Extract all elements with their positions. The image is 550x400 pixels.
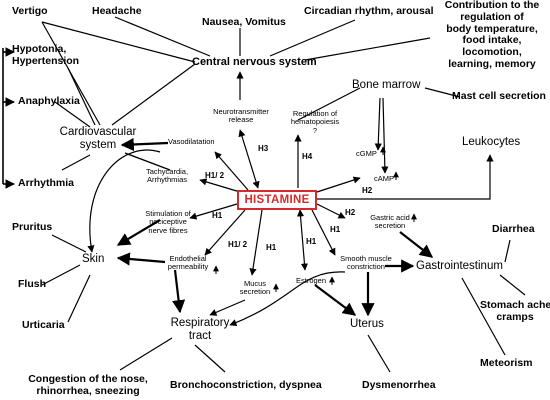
system-leukocytes: Leukocytes bbox=[462, 136, 521, 148]
arrow-estrogen bbox=[296, 209, 309, 271]
system-respiratory: Respiratory tract bbox=[170, 317, 230, 342]
effect-nausea: Nausea, Vomitus bbox=[202, 16, 286, 28]
line-urticaria-skin bbox=[67, 274, 91, 323]
effect-mast-cell: Mast cell secretion bbox=[452, 90, 546, 102]
arrow-mucus-resp bbox=[209, 299, 246, 316]
receptor-h1-mucus: H1 bbox=[266, 243, 277, 252]
receptor-h1-2-top: H1/ 2 bbox=[205, 171, 225, 180]
system-cardio: Cardiovascular system bbox=[59, 126, 137, 151]
mech-smooth: Smooth muscle constriction bbox=[340, 254, 392, 272]
arrow-gastric-gastro bbox=[399, 231, 434, 258]
mech-endothelial: Endothelial permeability bbox=[167, 254, 209, 272]
receptor-h4: H4 bbox=[302, 152, 313, 161]
line-pruritus-skin bbox=[51, 234, 87, 253]
effect-congestion: Congestion of the nose, rhinorrhea, snee… bbox=[28, 373, 148, 397]
loop-cardio-skin bbox=[87, 149, 161, 253]
line-tachy-cardio bbox=[124, 152, 171, 171]
effect-diarrhea: Diarrhea bbox=[492, 223, 535, 235]
line-hypotonia-cardio bbox=[67, 67, 96, 126]
line-congestion-resp bbox=[119, 337, 173, 371]
arrow-endothelial bbox=[204, 209, 246, 256]
receptor-h1-smooth: H1 bbox=[330, 225, 341, 234]
line-cns-cardio bbox=[111, 63, 196, 126]
mech-gastric: Gastric acid secretion bbox=[370, 213, 410, 231]
effect-hypotonia: Hypotonia, Hypertension bbox=[12, 43, 80, 67]
system-cns: Central nervous system bbox=[192, 56, 317, 68]
line-cns-contribution bbox=[304, 37, 431, 61]
mech-estrogen: Estrogen bbox=[296, 276, 327, 285]
mech-cgmp: cGMP bbox=[356, 149, 377, 158]
effect-urticaria: Urticaria bbox=[22, 319, 65, 331]
receptor-h1-left: H1 bbox=[212, 211, 223, 220]
line-bone-mast bbox=[424, 87, 461, 98]
line-broncho-resp bbox=[194, 344, 226, 373]
mech-nerve: Stimulation of nociceptive nerve fibres bbox=[145, 209, 191, 235]
arrow-bone-cgmp bbox=[374, 97, 382, 151]
line-gastro-diarrhea bbox=[504, 239, 511, 263]
effect-broncho: Bronchoconstriction, dyspnea bbox=[170, 379, 322, 391]
line-flush-skin bbox=[41, 264, 81, 286]
mech-mucus: Mucus secretion bbox=[239, 279, 271, 297]
receptor-h2-gastric: H2 bbox=[345, 208, 356, 217]
arrow-leukocytes bbox=[317, 154, 494, 200]
arrow-bone-camp bbox=[381, 97, 389, 174]
arrow-smooth bbox=[311, 209, 336, 256]
mech-neuro: Neurotransmitter release bbox=[213, 107, 269, 125]
mech-tachy: Tachycardia, Arrhythmias bbox=[145, 167, 189, 185]
line-uterus-dysmenorrhea bbox=[367, 334, 391, 373]
line-cns-vertigo bbox=[41, 21, 196, 63]
system-gastro: Gastrointestinum bbox=[416, 260, 503, 272]
effect-contribution: Contribution to the regulation of body t… bbox=[444, 0, 540, 70]
arrow-nerve bbox=[189, 203, 238, 220]
arrow-vasodilatation bbox=[214, 151, 249, 191]
mech-vasodilatation: Vasodilatation bbox=[168, 137, 215, 146]
arrow-nerve-skin bbox=[116, 219, 161, 246]
line-cns-circadian bbox=[269, 19, 356, 57]
effect-headache: Headache bbox=[92, 5, 142, 17]
line-anaphylaxia-cardio bbox=[54, 101, 91, 128]
effect-flush: Flush bbox=[18, 278, 46, 290]
line-gastro-meteorism bbox=[461, 277, 506, 356]
line-arrhythmia-cardio bbox=[61, 154, 91, 171]
effect-meteorism: Meteorism bbox=[480, 357, 533, 369]
system-bone-marrow: Bone marrow bbox=[352, 79, 421, 91]
arrow-tachy bbox=[199, 178, 241, 193]
arrow-gastric bbox=[316, 203, 346, 219]
effect-dysmenorrhea: Dysmenorrhea bbox=[362, 379, 436, 391]
arrow-endo-resp bbox=[172, 269, 186, 314]
mech-camp: cAMP bbox=[374, 174, 395, 183]
arrow-neuro bbox=[238, 129, 260, 189]
receptor-h3: H3 bbox=[258, 144, 269, 153]
effect-vertigo: Vertigo bbox=[12, 5, 48, 17]
effect-arrhythmia: Arrhythmia bbox=[18, 177, 75, 189]
line-hemato-bone bbox=[297, 87, 361, 121]
effect-circadian: Circadian rhythm, arousal bbox=[304, 5, 434, 17]
line-cns-headache bbox=[114, 16, 211, 57]
effect-stomach: Stomach ache, cramps bbox=[480, 299, 550, 323]
system-uterus: Uterus bbox=[350, 318, 384, 330]
histamine-node: HISTAMINE bbox=[237, 190, 317, 210]
system-skin: Skin bbox=[82, 253, 105, 265]
arrow-mucus bbox=[249, 209, 263, 276]
curve-smooth-resp bbox=[229, 271, 346, 327]
line-gastro-stomach bbox=[499, 274, 526, 296]
receptor-h1-2-bottom: H1/ 2 bbox=[228, 240, 248, 249]
arrow-estrogen-uterus bbox=[314, 284, 357, 316]
histamine-label: HISTAMINE bbox=[244, 194, 310, 206]
receptor-h1-estrogen: H1 bbox=[306, 237, 317, 246]
effect-anaphylaxia: Anaphylaxia bbox=[18, 95, 80, 107]
arrow-endo-skin bbox=[116, 252, 166, 266]
receptor-h2-right: H2 bbox=[362, 186, 373, 195]
mech-hemato: Regulation of hematopoiesis ? bbox=[290, 109, 340, 135]
effect-pruritus: Pruritus bbox=[12, 221, 53, 233]
arrow-camp bbox=[316, 176, 361, 193]
arrow-vaso-cardio bbox=[120, 137, 169, 152]
